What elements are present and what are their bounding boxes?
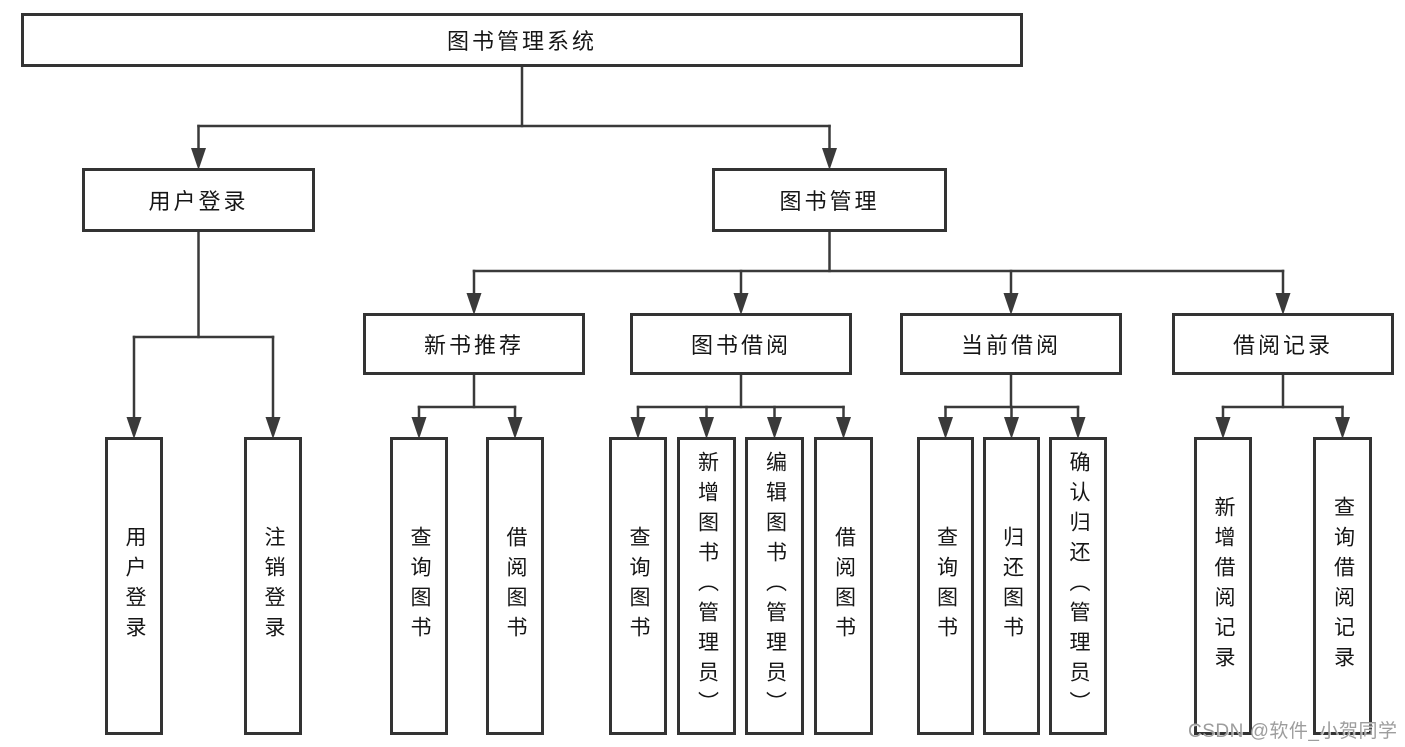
node-bor-add: 新增图书（管理员） — [677, 437, 736, 735]
node-bor-query: 查询图书 — [609, 437, 667, 735]
node-record: 借阅记录 — [1172, 313, 1394, 375]
node-rec: 新书推荐 — [363, 313, 585, 375]
watermark-text: CSDN @软件_小贺同学 — [1188, 721, 1398, 742]
node-rec-borrow: 借阅图书 — [486, 437, 544, 735]
node-rdc-add: 新增借阅记录 — [1194, 437, 1252, 735]
node-rdc-query: 查询借阅记录 — [1313, 437, 1372, 735]
node-login-user: 用户登录 — [105, 437, 163, 735]
node-mgmt: 图书管理 — [712, 168, 947, 232]
node-bor-edit: 编辑图书（管理员） — [745, 437, 804, 735]
node-login-logout: 注销登录 — [244, 437, 302, 735]
node-rec-query: 查询图书 — [390, 437, 448, 735]
node-cur-query: 查询图书 — [917, 437, 974, 735]
node-borrow: 图书借阅 — [630, 313, 852, 375]
node-current: 当前借阅 — [900, 313, 1122, 375]
node-cur-return: 归还图书 — [983, 437, 1040, 735]
node-cur-confirm: 确认归还（管理员） — [1049, 437, 1107, 735]
node-bor-borrow: 借阅图书 — [814, 437, 873, 735]
node-root: 图书管理系统 — [21, 13, 1023, 67]
node-login: 用户登录 — [82, 168, 315, 232]
